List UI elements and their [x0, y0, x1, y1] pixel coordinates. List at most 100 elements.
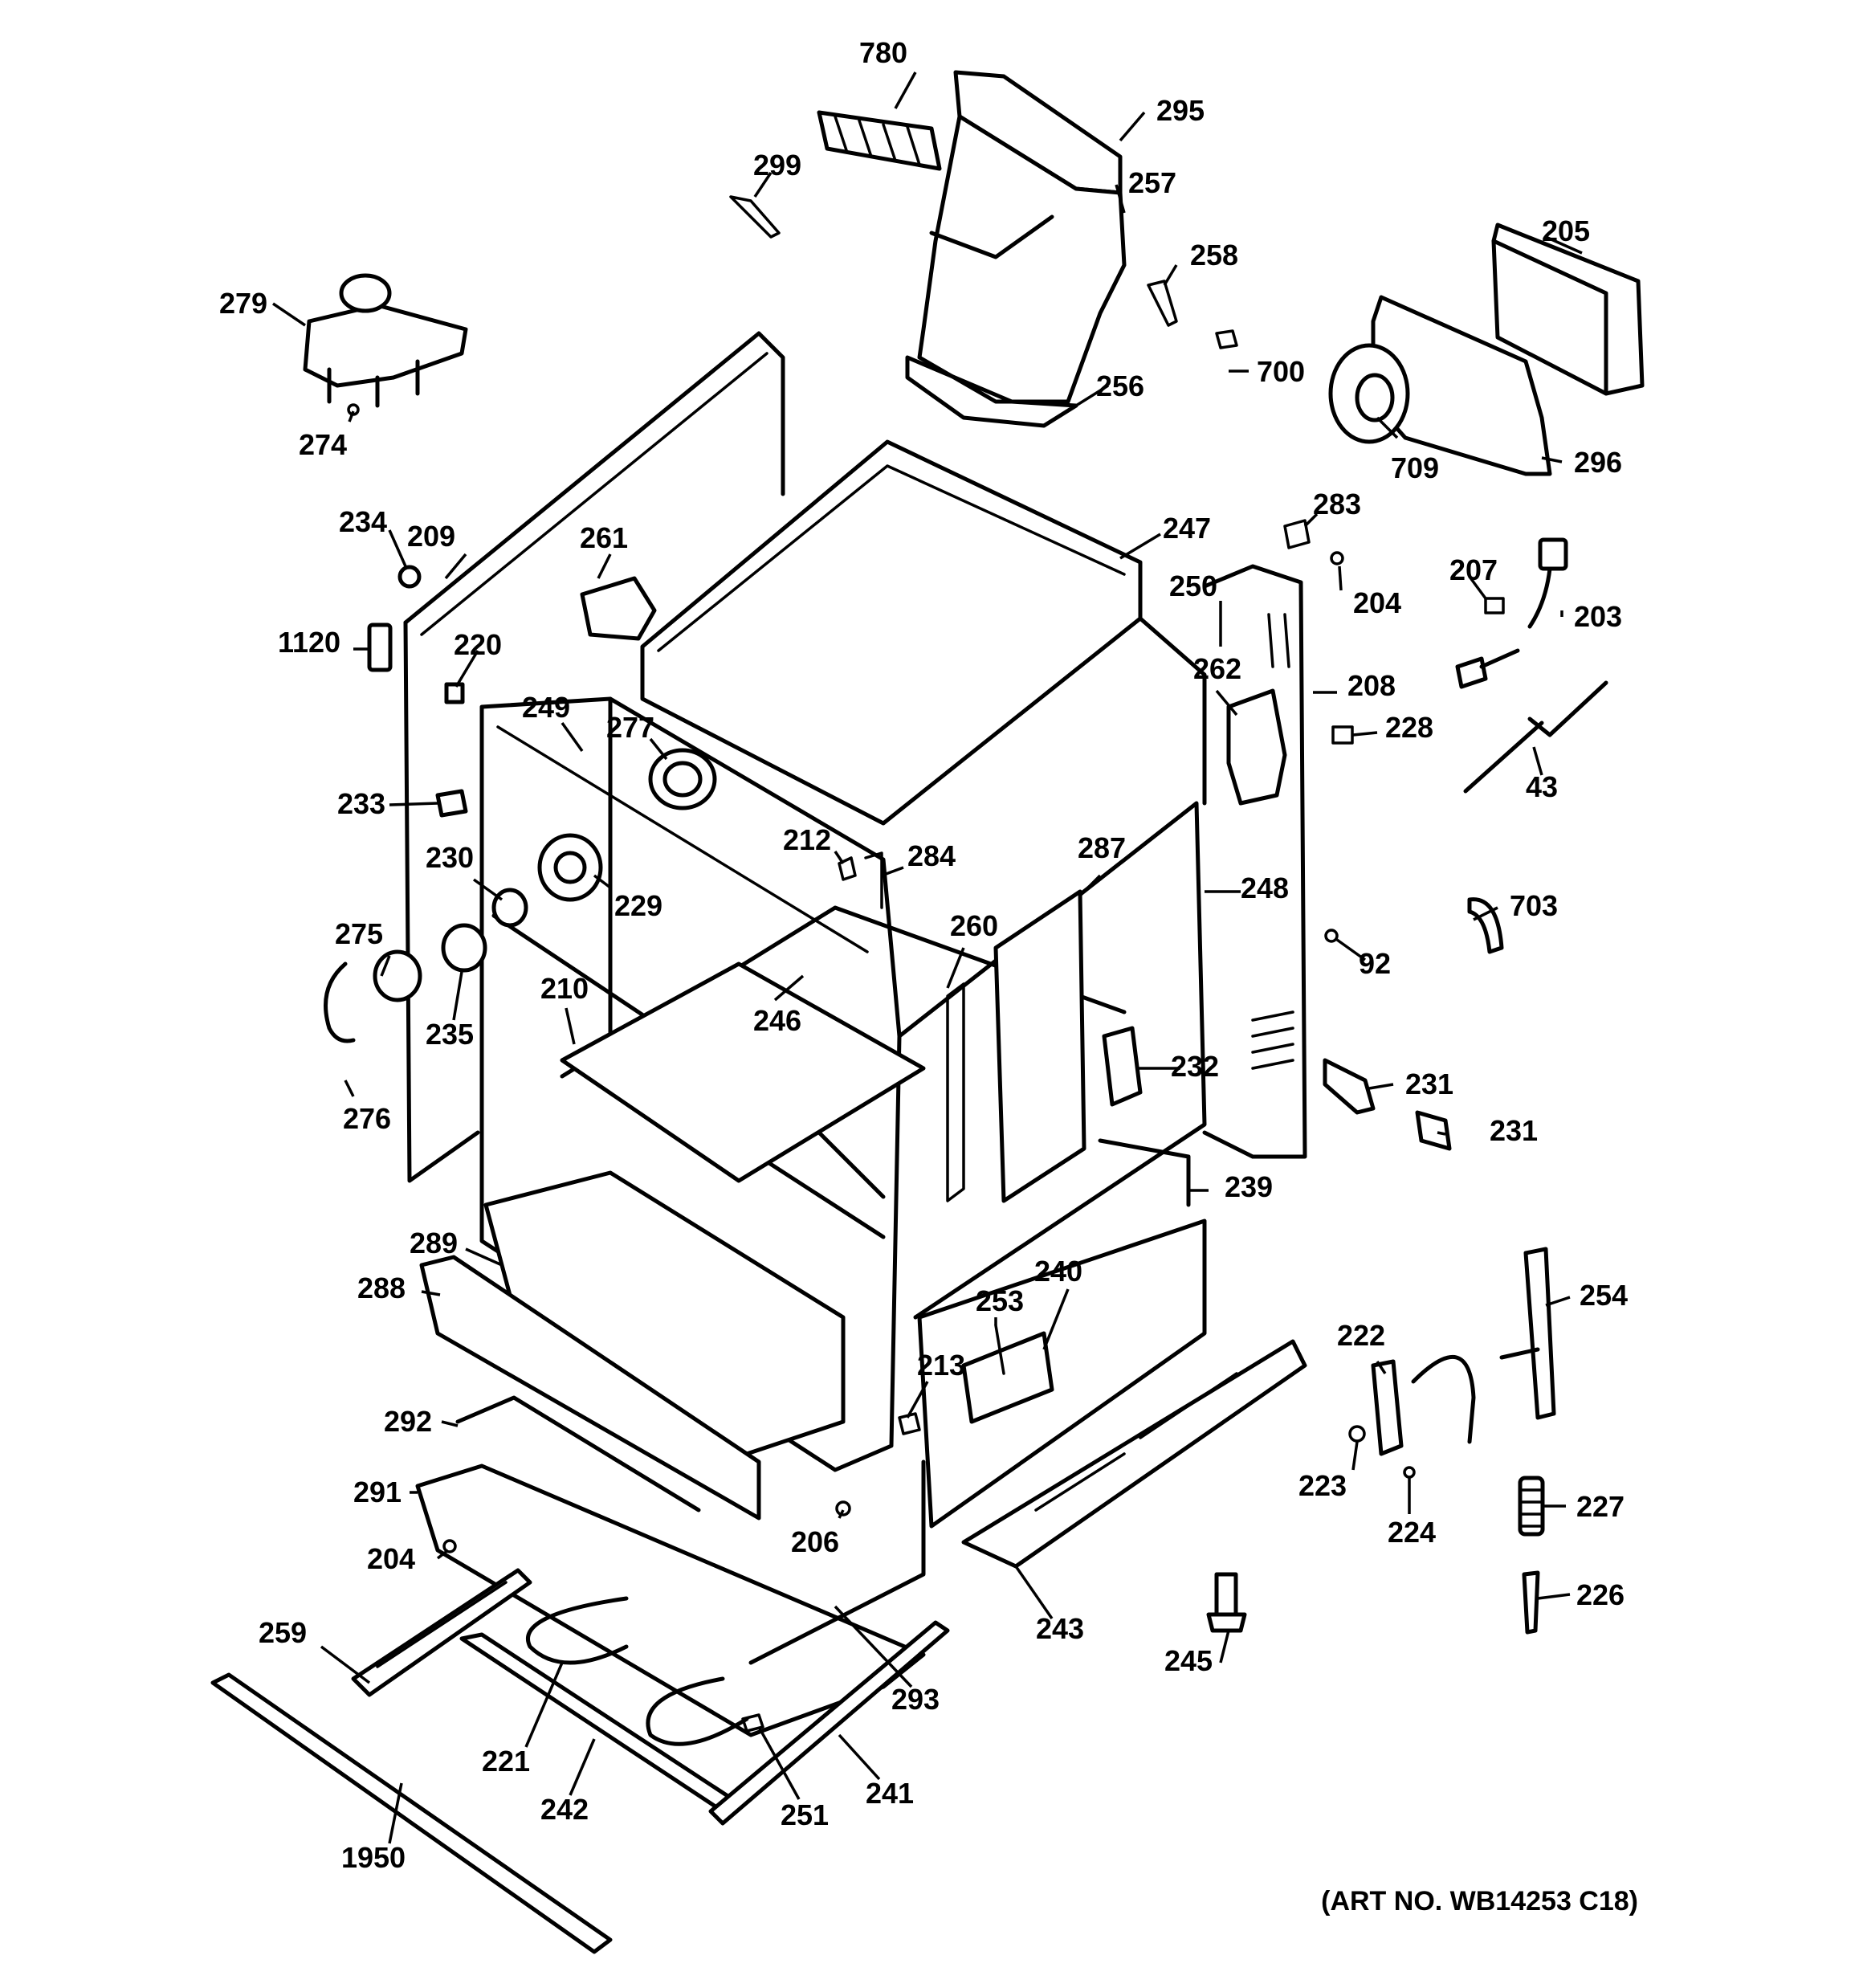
callout-223: 223: [1298, 1469, 1347, 1502]
part-231-bracket-lower: [1415, 1110, 1452, 1151]
part-206-screw: [835, 1500, 851, 1517]
part-279-safety-valve: [303, 273, 468, 408]
callout-242: 242: [540, 1793, 589, 1826]
callout-250: 250: [1169, 569, 1217, 602]
part-223-pin: [1348, 1425, 1366, 1443]
callout-257: 257: [1128, 166, 1176, 199]
callout-292: 292: [384, 1405, 432, 1438]
callout-703: 703: [1510, 889, 1558, 922]
callout-232: 232: [1171, 1050, 1219, 1083]
callout-279: 279: [219, 287, 267, 320]
part-43-igniter: [1463, 680, 1608, 794]
callout-296: 296: [1574, 446, 1622, 479]
callout-245: 245: [1164, 1644, 1213, 1677]
part-231-bracket-upper: [1323, 1058, 1376, 1115]
part-222-hinge-latch: [1371, 1354, 1476, 1456]
part-293-bottom: [748, 1459, 926, 1665]
part-283-bracket: [1283, 519, 1311, 549]
part-224-ring: [1403, 1466, 1416, 1479]
art-number: (ART NO. WB14253 C18): [1321, 1886, 1638, 1917]
part-251-clip: [741, 1713, 764, 1733]
callout-251: 251: [781, 1798, 829, 1831]
part-276-wire-clip: [324, 961, 356, 1043]
part-292-broiler-floor: [455, 1395, 701, 1512]
part-210-oven-bottom: [560, 961, 926, 1183]
part-287-side-panel: [993, 889, 1086, 1203]
callout-231-upper: 231: [1405, 1067, 1453, 1100]
callout-248: 248: [1241, 872, 1289, 904]
callout-287: 287: [1078, 831, 1126, 864]
callout-243: 243: [1036, 1612, 1084, 1645]
callout-231-lower: 231: [1490, 1114, 1538, 1147]
callout-229: 229: [614, 889, 662, 922]
part-260-baffle: [946, 982, 965, 1202]
part-245-leveling-leg: [1206, 1572, 1247, 1633]
part-232-bracket: [1102, 1026, 1143, 1107]
callout-206: 206: [791, 1525, 839, 1558]
part-220-clip: [444, 682, 465, 704]
callout-240: 240: [1034, 1255, 1082, 1288]
part-254-hinge: [1499, 1247, 1556, 1420]
part-204-screw-lower: [442, 1539, 457, 1553]
callout-92: 92: [1359, 947, 1391, 980]
callout-221: 221: [482, 1745, 530, 1778]
callout-224: 224: [1388, 1516, 1436, 1549]
callout-1120: 1120: [278, 626, 340, 659]
callout-210: 210: [540, 972, 589, 1005]
callout-284: 284: [907, 839, 956, 872]
callout-276: 276: [343, 1102, 391, 1135]
part-230-receptacle: [491, 888, 528, 928]
part-1120-badge: [367, 623, 393, 672]
part-299-clip: [729, 195, 781, 239]
part-700-clip: [1215, 329, 1238, 349]
callout-235: 235: [426, 1018, 474, 1051]
callout-700: 700: [1257, 355, 1305, 388]
callout-207: 207: [1449, 553, 1498, 586]
part-253-bracket: [994, 1324, 1005, 1375]
callout-258: 258: [1190, 239, 1238, 271]
part-247-oven-top: [640, 439, 1143, 826]
callout-256: 256: [1096, 369, 1144, 402]
callout-labels: 780 295 299 257 205 258 279 700 256 709 …: [219, 36, 1638, 1917]
callout-208: 208: [1347, 669, 1396, 702]
part-204-screw: [1330, 551, 1344, 565]
callout-241: 241: [866, 1777, 914, 1810]
part-1950-trim: [210, 1672, 613, 1954]
callout-246: 246: [753, 1004, 801, 1037]
callout-220: 220: [454, 628, 502, 661]
part-288-drawer-front: [419, 1255, 761, 1521]
callout-288: 288: [357, 1272, 406, 1304]
part-277-light-port: [648, 748, 717, 810]
part-205-rear-panel: [1491, 222, 1645, 396]
callout-209: 209: [407, 520, 455, 553]
callout-233: 233: [337, 787, 385, 820]
callout-204-upper: 204: [1353, 586, 1401, 619]
callout-780: 780: [859, 36, 907, 69]
callout-254: 254: [1580, 1279, 1628, 1312]
part-239-lower-back: [1098, 1138, 1191, 1207]
callout-228: 228: [1385, 711, 1433, 744]
callout-249: 249: [522, 691, 570, 724]
part-257-vent-duct: [905, 70, 1127, 428]
callout-299: 299: [753, 149, 801, 182]
part-92-screw: [1324, 929, 1339, 943]
part-703-clip: [1467, 897, 1504, 954]
callout-234: 234: [339, 505, 387, 538]
part-229-light-housing: [537, 833, 603, 902]
part-228-clip: [1331, 725, 1354, 745]
part-261-insulation: [580, 576, 657, 641]
part-248-side-panel: [1202, 564, 1307, 1159]
part-780-vent-grille: [817, 110, 942, 171]
callout-226: 226: [1576, 1578, 1625, 1611]
callout-239: 239: [1225, 1170, 1273, 1203]
part-226-link: [1522, 1570, 1540, 1635]
part-203-power-cord: [1455, 537, 1568, 689]
part-207-clip: [1484, 597, 1505, 614]
callout-230: 230: [426, 841, 474, 874]
callout-259: 259: [259, 1616, 307, 1649]
part-284-bracket: [864, 851, 883, 909]
part-212-clip: [838, 856, 857, 881]
part-240-burner-box: [917, 1219, 1207, 1529]
callout-262: 262: [1193, 652, 1241, 685]
